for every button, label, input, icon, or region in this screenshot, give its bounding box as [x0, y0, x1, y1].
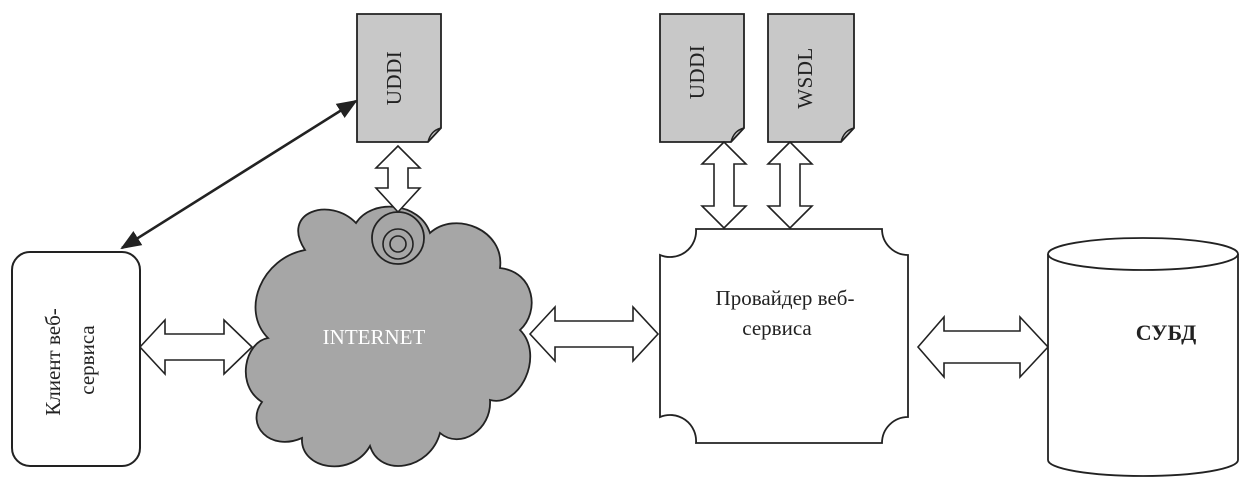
- client-uddi-arrow: [120, 99, 358, 250]
- provider-dbms-double-arrow: [916, 314, 1050, 380]
- provider-wsdl-label: WSDL: [793, 47, 817, 109]
- provider-wsdl-double-arrow: [766, 140, 814, 230]
- internet-provider-double-arrow: [528, 304, 660, 364]
- provider-wsdl-document: WSDL: [767, 13, 855, 143]
- dbms-cylinder: СУБД: [1047, 237, 1239, 477]
- uddi-internet-double-arrow: [374, 144, 422, 214]
- dbms-label: СУБД: [1136, 320, 1197, 345]
- client-label-line1: Клиент веб-: [41, 308, 65, 416]
- provider-box: Провайдер веб- сервиса: [659, 228, 909, 444]
- internet-label: INTERNET: [323, 325, 426, 349]
- provider-label-line2: сервиса: [742, 316, 812, 340]
- uddi-registry-label: UDDI: [382, 51, 406, 106]
- uddi-registry-document: UDDI: [356, 13, 442, 143]
- provider-label-line1: Провайдер веб-: [716, 286, 855, 310]
- provider-uddi-document: UDDI: [659, 13, 745, 143]
- provider-uddi-label: UDDI: [685, 45, 709, 100]
- internet-cloud: INTERNET: [244, 205, 533, 468]
- provider-uddi-double-arrow: [700, 140, 748, 230]
- client-internet-double-arrow: [138, 317, 254, 377]
- client-label-line2: сервиса: [75, 325, 99, 395]
- client-box: Клиент веб- сервиса: [11, 251, 141, 467]
